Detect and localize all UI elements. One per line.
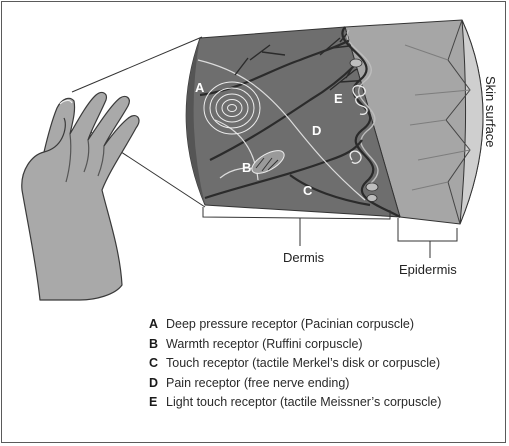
label-d: D — [312, 123, 321, 138]
label-b: B — [242, 160, 251, 175]
epidermis-label: Epidermis — [399, 262, 457, 277]
skin-surface-label: Skin surface — [483, 76, 498, 148]
label-a: A — [195, 80, 205, 95]
label-e: E — [334, 91, 343, 106]
hand-illustration — [22, 93, 139, 300]
dermis-label: Dermis — [283, 250, 325, 265]
label-c: C — [303, 183, 313, 198]
